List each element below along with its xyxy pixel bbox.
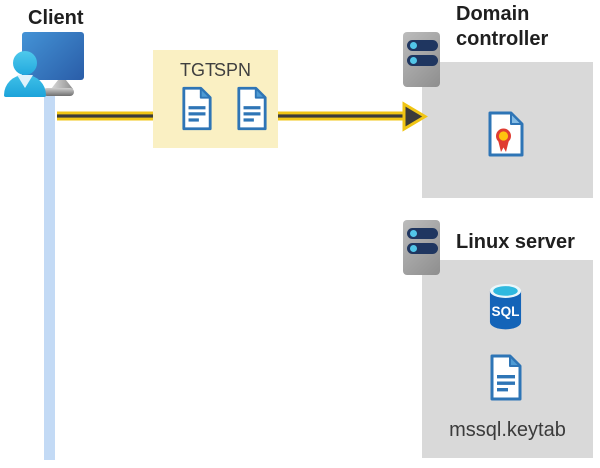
tgt-label: TGT [180,60,216,80]
server-drive-bay-icon [407,40,438,51]
sql-database-icon: SQL [489,283,522,330]
sql-icon-label: SQL [492,304,520,319]
monitor-stand-icon [51,80,73,89]
ticket-box: TGT SPN [153,50,278,148]
spn-document-icon [237,86,267,131]
monitor-stand-base-icon [43,88,74,96]
user-icon [13,51,37,75]
spn-label: SPN [214,60,252,80]
domain-controller-server-icon [403,32,440,87]
certificate-icon [488,111,524,157]
linux-server-title: Linux server [456,231,575,253]
client-title: Client [28,7,84,29]
tgt-document-icon [182,86,212,131]
client-timeline-bar [44,95,55,460]
server-drive-bay-icon [407,55,438,66]
keytab-filename-label: mssql.keytab [449,419,566,441]
server-drive-bay-icon [407,228,438,239]
domain-controller-title: Domain controller [456,3,549,50]
linux-server-icon [403,220,440,275]
keytab-document-icon [490,354,522,401]
server-drive-bay-icon [407,243,438,254]
